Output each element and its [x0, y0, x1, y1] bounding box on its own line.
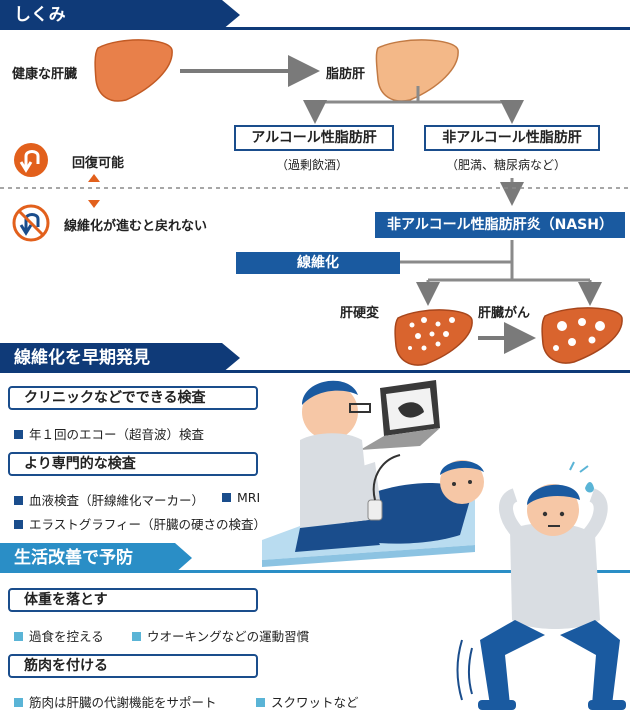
- no-return-icon: [12, 204, 50, 242]
- list-item: 年１回のエコー（超音波）検査: [14, 424, 204, 443]
- section-header-prevention: 生活改善で予防: [14, 548, 133, 568]
- nonalcoholic-cause: （肥満、糖尿病など）: [446, 158, 567, 172]
- list-item: スクワットなど: [256, 692, 359, 711]
- list-item: 筋肉は肝臓の代謝機能をサポート: [14, 692, 217, 711]
- fatty-liver-icon: [375, 39, 459, 102]
- node-alcoholic-fatty-liver: アルコール性脂肪肝: [234, 125, 394, 151]
- squatting-man-illustration: [456, 461, 626, 710]
- list-item: エラストグラフィー（肝臓の硬さの検査）: [14, 514, 266, 533]
- bullet-square-icon: [14, 698, 23, 707]
- legend-irreversible-label: 線維化が進むと戻れない: [64, 219, 208, 234]
- node-fibrosis: 線維化: [236, 252, 400, 274]
- sub-header-build-muscle: 筋肉を付ける: [8, 654, 258, 678]
- bullet-square-icon: [14, 520, 23, 529]
- sub-header-specialized-tests: より専門的な検査: [8, 452, 258, 476]
- node-nash: 非アルコール性脂肪肝炎（NASH）: [375, 212, 625, 238]
- list-item: MRI: [222, 490, 260, 505]
- ultrasound-exam-illustration: [262, 380, 484, 567]
- legend-reversible-label: 回復可能: [72, 156, 125, 171]
- bullet-square-icon: [14, 430, 23, 439]
- cirrhosis-liver-icon: [394, 309, 473, 366]
- label-fatty-liver: 脂肪肝: [326, 67, 366, 82]
- list-item: 血液検査（肝線維化マーカー）: [14, 490, 204, 509]
- bullet-square-icon: [222, 493, 231, 502]
- label-healthy-liver: 健康な肝臓: [12, 67, 78, 82]
- sub-header-lose-weight: 体重を落とす: [8, 588, 258, 612]
- bullet-square-icon: [132, 632, 141, 641]
- bullet-square-icon: [256, 698, 265, 707]
- healthy-liver-icon: [94, 39, 173, 102]
- section-header-detection: 線維化を早期発見: [14, 348, 150, 368]
- sub-header-clinic-tests: クリニックなどでできる検査: [8, 386, 258, 410]
- reversible-icon: [14, 143, 48, 177]
- label-cirrhosis: 肝硬変: [340, 306, 380, 321]
- liver-cancer-icon: [541, 307, 623, 364]
- list-item: ウオーキングなどの運動習慣: [132, 626, 309, 645]
- bullet-square-icon: [14, 632, 23, 641]
- list-item: 過食を控える: [14, 626, 104, 645]
- alcoholic-cause: （過剰飲酒）: [276, 158, 349, 172]
- node-nonalcoholic-fatty-liver: 非アルコール性脂肪肝: [424, 125, 600, 151]
- bullet-square-icon: [14, 496, 23, 505]
- label-liver-cancer: 肝臓がん: [478, 306, 531, 321]
- section-header-mechanism: しくみ: [0, 0, 240, 30]
